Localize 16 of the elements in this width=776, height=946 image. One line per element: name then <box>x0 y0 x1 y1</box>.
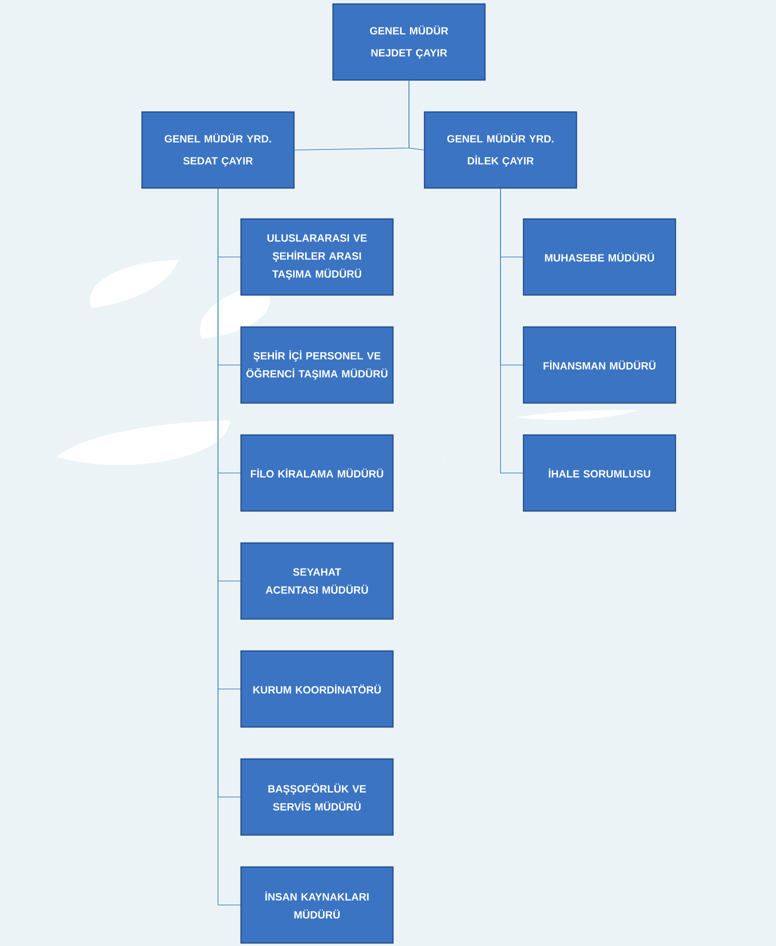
position-box: GENEL MÜDÜR YRD. DİLEK ÇAYIR <box>424 111 578 189</box>
position-box: ŞEHİR İÇİ PERSONEL VE ÖĞRENCİ TAŞIMA MÜDÜRÜ <box>240 326 394 404</box>
position-box: SEYAHAT ACENTASI MÜDÜRÜ <box>240 542 394 620</box>
position-box: KURUM KOORDİNATÖRÜ <box>240 650 394 728</box>
connector-line <box>218 188 241 906</box>
position-box: FİLO KİRALAMA MÜDÜRÜ <box>240 434 394 512</box>
position-box: ULUSLARARASI VE ŞEHİRLER ARASI TAŞIMA MÜDÜRÜ <box>240 218 394 296</box>
position-box: FİNANSMAN MÜDÜRÜ <box>522 326 676 404</box>
position-box: GENEL MÜDÜR NEJDET ÇAYIR <box>332 3 486 81</box>
connector-line <box>408 80 424 150</box>
position-box: GENEL MÜDÜR YRD. SEDAT ÇAYIR <box>141 111 295 189</box>
position-box: İNSAN KAYNAKLARI MÜDÜRÜ <box>240 866 394 944</box>
connector-line <box>500 188 524 474</box>
position-box: BAŞŞOFÖRLÜK VE SERVİS MÜDÜRÜ <box>240 758 394 836</box>
position-box: MUHASEBE MÜDÜRÜ <box>522 218 676 296</box>
position-box: İHALE SORUMLUSU <box>522 434 676 512</box>
